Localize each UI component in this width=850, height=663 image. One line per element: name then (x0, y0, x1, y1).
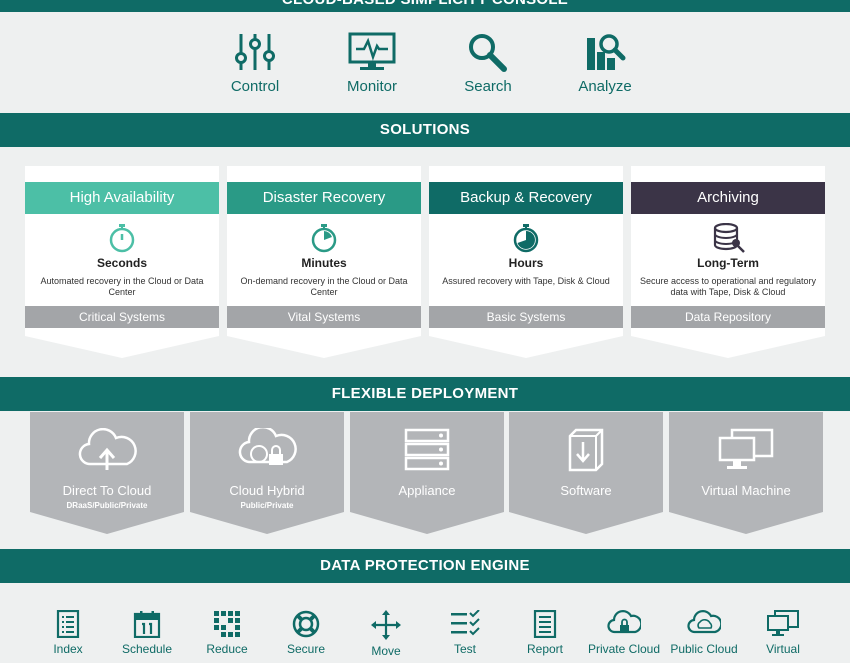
console-item-control[interactable]: Control (205, 32, 305, 95)
card-background (669, 412, 823, 534)
solution-heading: Disaster Recovery (227, 182, 421, 214)
console-label-control: Control (230, 78, 280, 95)
deployment-title: Cloud Hybrid (229, 483, 305, 498)
cloud-upload-icon (78, 428, 137, 470)
console-item-analyze[interactable]: Analyze (555, 32, 655, 95)
solution-card-archiving[interactable]: Archiving Long-Term Secure access to ope… (631, 166, 825, 358)
engine-label: Index (53, 642, 83, 656)
solution-description: Secure access to operational and regulat… (639, 276, 817, 297)
monitor-icon (348, 32, 396, 70)
virtual-machine-icon (718, 428, 774, 469)
solution-footer: Data Repository (631, 306, 825, 328)
engine-label: Test (453, 642, 476, 656)
magnifier-icon (469, 34, 507, 72)
software-box-icon (568, 428, 604, 472)
deployment-title: Virtual Machine (701, 483, 791, 498)
solution-footer: Basic Systems (429, 306, 623, 328)
report-icon (533, 610, 557, 638)
engine-item-private-cloud[interactable]: Private Cloud (584, 610, 664, 656)
engine-item-test[interactable]: Test (425, 610, 505, 656)
deployment-subtitle: Public/Private (240, 501, 294, 510)
stopwatch-icon (513, 224, 539, 253)
engine-item-reduce[interactable]: Reduce (187, 610, 267, 656)
solution-footer: Critical Systems (25, 306, 219, 328)
engine-item-secure[interactable]: Secure (266, 610, 346, 656)
analyze-icon (587, 34, 626, 70)
engine-label: Report (526, 642, 564, 656)
engine-item-index[interactable]: Index (28, 610, 108, 656)
engine-item-schedule[interactable]: Schedule (107, 610, 187, 656)
console-item-search[interactable]: Search (438, 32, 538, 95)
solution-time: Minutes (301, 256, 347, 270)
engine-item-virtual[interactable]: Virtual (743, 610, 823, 656)
private-cloud-icon (607, 610, 641, 634)
solutions-title: SOLUTIONS (379, 121, 471, 138)
deployment-title: FLEXIBLE DEPLOYMENT (331, 385, 519, 402)
engine-label: Move (371, 644, 401, 658)
checklist-icon (451, 610, 480, 636)
engine-title: DATA PROTECTION ENGINE (320, 557, 530, 574)
deployment-card-appliance[interactable]: Appliance (350, 412, 504, 534)
deployment-card-direct-to-cloud[interactable]: Direct To Cloud DRaaS/Public/Private (30, 412, 184, 534)
virtual-icon (767, 610, 799, 636)
solution-description: On-demand recovery in the Cloud or Data … (240, 276, 408, 297)
console-header-band: CLOUD-BASED SIMPLICITY CONSOLE (0, 0, 850, 12)
stopwatch-icon (311, 224, 337, 253)
engine-label: Secure (286, 642, 326, 656)
public-cloud-icon (687, 610, 721, 634)
console-label-monitor: Monitor (346, 78, 398, 95)
solution-time: Seconds (96, 256, 147, 270)
engine-item-report[interactable]: Report (505, 610, 585, 656)
solution-time: Long-Term (697, 256, 759, 270)
card-background (509, 412, 663, 534)
card-background (190, 412, 344, 534)
calendar-icon (133, 611, 161, 638)
console-label-search: Search (464, 78, 512, 95)
deployment-card-cloud-hybrid[interactable]: Cloud Hybrid Public/Private (190, 412, 344, 534)
deployment-band: FLEXIBLE DEPLOYMENT (0, 377, 850, 411)
sliders-icon (235, 34, 275, 70)
engine-label: Virtual (766, 642, 800, 656)
lifebuoy-icon (292, 610, 320, 638)
solution-card-high-availability[interactable]: High Availability Seconds Automated reco… (25, 166, 219, 358)
deployment-title: Appliance (398, 483, 456, 498)
console-row: Control Monitor Search Analyze (0, 20, 850, 112)
deployment-title: Direct To Cloud (62, 483, 152, 498)
engine-band: DATA PROTECTION ENGINE (0, 549, 850, 583)
move-arrows-icon (371, 610, 401, 640)
engine-label: Private Cloud (587, 642, 661, 656)
solution-description: Assured recovery with Tape, Disk & Cloud (442, 276, 610, 286)
card-background (30, 412, 184, 534)
solution-heading: High Availability (25, 182, 219, 214)
deployment-card-virtual-machine[interactable]: Virtual Machine (669, 412, 823, 534)
database-key-icon (713, 223, 745, 253)
solution-card-backup-recovery[interactable]: Backup & Recovery Hours Assured recovery… (429, 166, 623, 358)
deployment-subtitle: DRaaS/Public/Private (66, 501, 148, 510)
console-item-monitor[interactable]: Monitor (322, 32, 422, 95)
reduce-grid-icon (214, 611, 240, 637)
solutions-band: SOLUTIONS (0, 113, 850, 147)
deployment-title: Software (560, 483, 612, 498)
engine-item-move[interactable]: Move (346, 610, 426, 658)
console-title: CLOUD-BASED SIMPLICITY CONSOLE (282, 0, 568, 8)
solution-heading: Archiving (631, 182, 825, 214)
index-icon (56, 610, 80, 638)
cloud-lock-icon (238, 428, 297, 465)
deployment-card-software[interactable]: Software (509, 412, 663, 534)
engine-item-public-cloud[interactable]: Public Cloud (664, 610, 744, 656)
engine-label: Public Cloud (670, 642, 738, 656)
solution-footer: Vital Systems (227, 306, 421, 328)
engine-label: Reduce (206, 642, 248, 656)
solution-time: Hours (508, 256, 544, 270)
solution-card-disaster-recovery[interactable]: Disaster Recovery Minutes On-demand reco… (227, 166, 421, 358)
solution-description: Automated recovery in the Cloud or Data … (40, 276, 204, 297)
stopwatch-icon (109, 224, 135, 253)
engine-label: Schedule (121, 642, 173, 656)
card-background (350, 412, 504, 534)
solution-heading: Backup & Recovery (429, 182, 623, 214)
server-icon (404, 428, 450, 471)
console-label-analyze: Analyze (578, 78, 632, 95)
